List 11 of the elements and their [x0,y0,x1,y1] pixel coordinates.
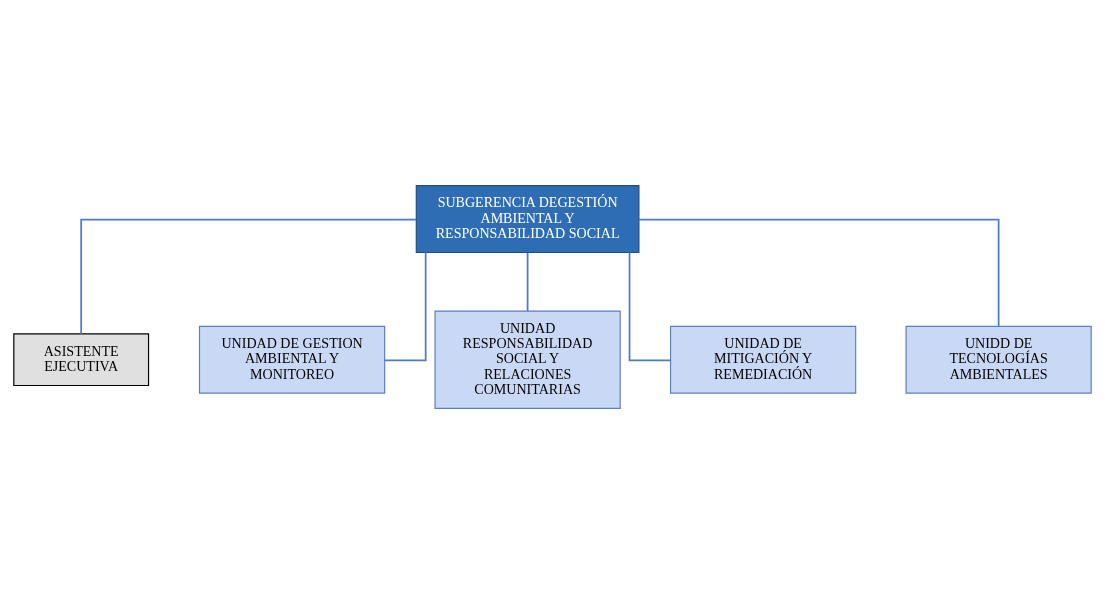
node-box: UNIDAD RESPONSABILIDAD SOCIAL Y RELACIONES COMUNITARIAS [434,310,621,409]
node-box: ASISTENTE EJECUTIVA [13,333,150,387]
connector [526,251,529,312]
node-box: UNIDAD DE MITIGACIÓN Y REMEDIACIÓN [669,325,857,394]
connector [384,251,427,362]
connector [628,251,672,362]
node-box: UNIDAD DE GESTION AMBIENTAL Y MONITOREO [198,325,386,394]
connector [80,218,417,335]
node-box: UNIDD DE TECNOLOGÍAS AMBIENTALES [905,325,1092,394]
node-box: SUBGERENCIA DEGESTIÓN AMBIENTAL Y RESPONSABILIDAD SOCIAL [415,185,640,254]
connector [638,218,1000,328]
